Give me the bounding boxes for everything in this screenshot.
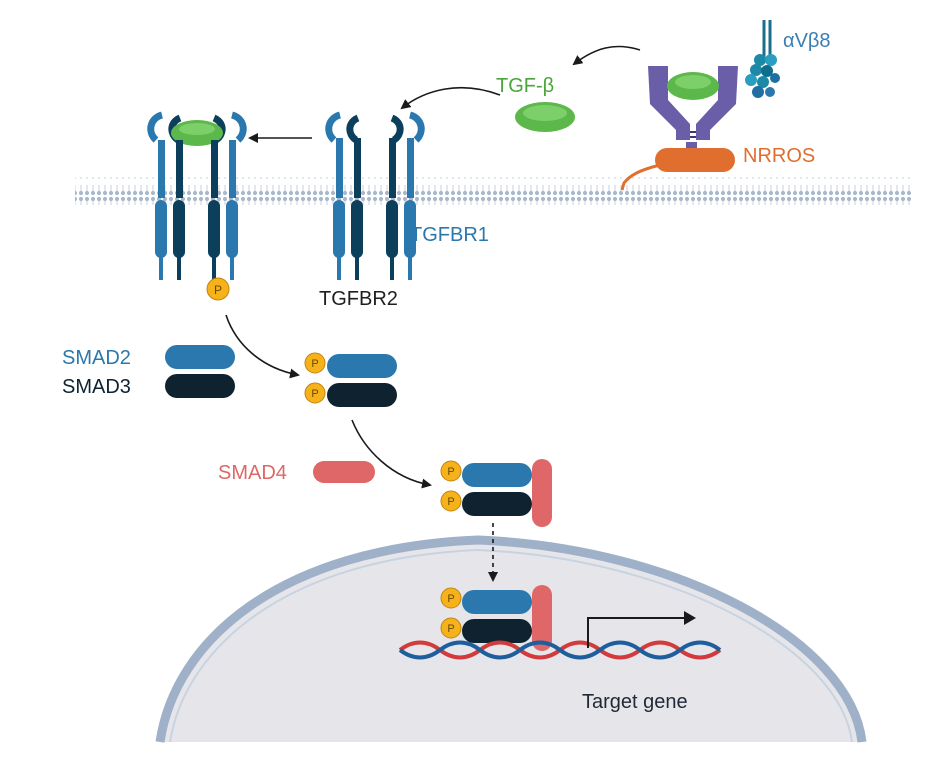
cell-membrane (75, 177, 913, 205)
pathway-arrows (225, 45, 641, 582)
phospho-label: P (447, 593, 454, 605)
tgfbr-receptors-unbound (325, 111, 425, 280)
tgf-beta-ligand (515, 102, 575, 132)
label-smad3: SMAD3 (62, 376, 131, 398)
integrin-avb8-complex (648, 20, 780, 156)
smad2-protein (165, 345, 235, 369)
label-nrros: NRROS (743, 145, 815, 167)
smad234-complex-cytoplasm: P P (440, 459, 552, 527)
phospho-label: P (311, 388, 318, 400)
transcription-arrow (587, 611, 696, 648)
label-smad4: SMAD4 (218, 462, 287, 484)
label-avb8: αVβ8 (783, 30, 831, 52)
smad4-protein (313, 461, 375, 483)
phospho-label: P (447, 496, 454, 508)
phospho-label: P (311, 358, 318, 370)
label-smad2: SMAD2 (62, 347, 131, 369)
phospho-label: P (447, 466, 454, 478)
nrros-protein (620, 148, 735, 191)
label-tgfbr1: TGFBR1 (410, 224, 489, 246)
receptor-phospho-badge: P (206, 277, 230, 301)
phospho-smad23-complex: P P (304, 352, 397, 407)
tgfbr-receptors-bound (147, 111, 247, 280)
smad3-protein (165, 374, 235, 398)
smad234-complex-nucleus: P P (440, 585, 552, 651)
label-tgfbr2: TGFBR2 (319, 288, 398, 310)
phospho-label: P (214, 283, 222, 297)
label-tgf-beta: TGF-β (496, 75, 554, 97)
phospho-label: P (447, 623, 454, 635)
dna-helix (398, 640, 722, 660)
label-target-gene: Target gene (582, 691, 688, 713)
